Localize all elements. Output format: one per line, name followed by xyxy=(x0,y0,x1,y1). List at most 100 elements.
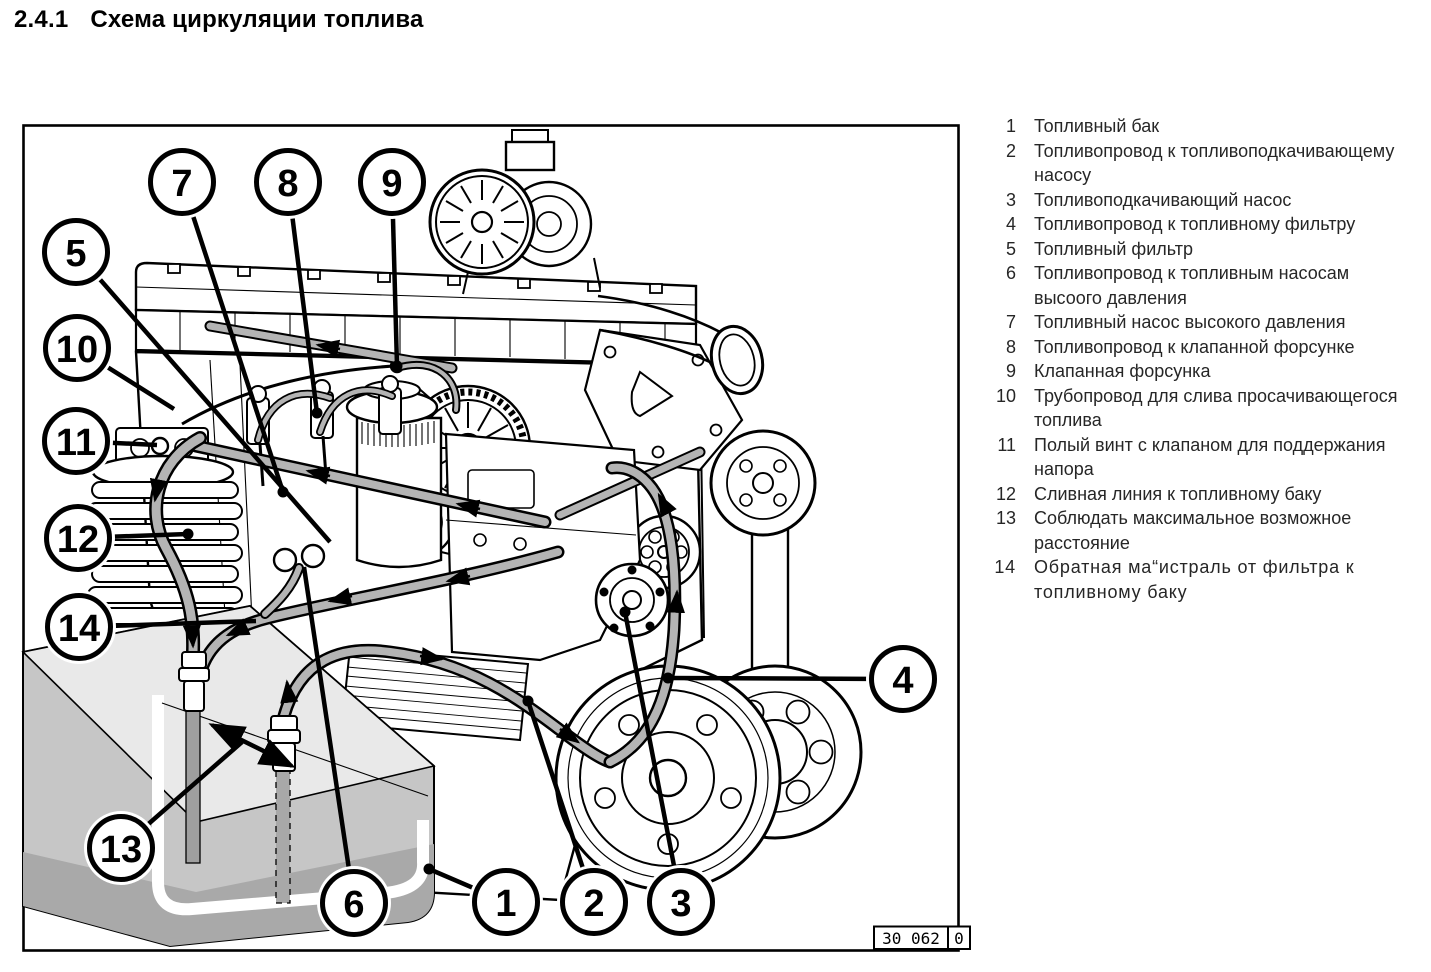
fuel-lines xyxy=(149,320,706,772)
injection-pump xyxy=(444,432,642,662)
legend-item-label: Топливный насос высокого давления xyxy=(1034,312,1346,332)
callout-number-7: 7 xyxy=(171,163,192,205)
callout-circle-8 xyxy=(254,148,322,216)
callout-number-6: 6 xyxy=(343,884,364,926)
callout-circle-6 xyxy=(320,869,388,937)
callout-number-2: 2 xyxy=(583,883,604,925)
callout-number-5: 5 xyxy=(65,233,86,275)
legend-item-number: 6 xyxy=(1005,263,1016,283)
callout-circle-2 xyxy=(560,868,628,936)
legend-item-label: Сливная линия к топливному баку xyxy=(1034,483,1322,504)
fuel-feed-pump xyxy=(594,562,670,638)
callout-number-3: 3 xyxy=(670,883,691,925)
water-pump-pulley xyxy=(709,429,817,537)
callout-circle-4 xyxy=(869,645,937,713)
leader-dot-12 xyxy=(182,528,194,540)
callout-number-12: 12 xyxy=(57,519,99,561)
section-title: Схема циркуляции топлива xyxy=(90,6,424,33)
stamp-code: 30 062 xyxy=(882,929,940,948)
legend-item-11: 11 Полый винт с клапаном для поддержания … xyxy=(990,433,1414,482)
callout-circle-5 xyxy=(42,218,110,286)
leader-dot-2 xyxy=(522,695,534,707)
callout-circle-14 xyxy=(45,593,113,661)
legend-item-label: Трубопровод для слива просачивающегося т… xyxy=(1034,385,1398,431)
legend-item-13: 13 Соблюдать максимальное возможное расст… xyxy=(990,506,1414,555)
banjo-fitting-a xyxy=(272,547,298,573)
legend-item-label: Обратная ма“истраль от фильтра к топливн… xyxy=(1034,557,1355,602)
legend-item-number: 2 xyxy=(1005,140,1016,161)
leader-dot-4 xyxy=(662,672,674,684)
legend-item-number: 5 xyxy=(1005,238,1016,259)
legend-item-number: 4 xyxy=(1005,214,1016,234)
leader-dot-3 xyxy=(619,606,631,618)
turbo-outlet-pipe xyxy=(597,294,765,396)
callout-circle-9 xyxy=(358,148,426,216)
legend-item-label: Клапанная форсунка xyxy=(1034,361,1211,381)
leader-line-7 xyxy=(179,181,286,493)
image-stamp: 30 062 0 xyxy=(873,925,971,950)
callout-circle-3 xyxy=(647,868,715,936)
leader-dot-7 xyxy=(277,486,289,498)
legend-item-10: 10 Трубопровод для слива просачивающегося… xyxy=(990,384,1414,433)
cylinder-head xyxy=(134,308,698,366)
legend-item-label: Топливопровод к клапанной форсунке xyxy=(1034,336,1355,357)
legend-item-4: 4 Топливопровод к топливному фильтру xyxy=(990,212,1414,237)
legend-item-label: Топливный бак xyxy=(1034,116,1160,136)
suction-pipe xyxy=(275,770,291,904)
tank-connector-return xyxy=(178,651,210,712)
legend-item-label: Топливопровод к топливоподкачивающему на… xyxy=(1034,140,1395,186)
legend-item-number: 11 xyxy=(997,434,1016,455)
legend-item-label: Полый винт с клапаном для поддержания на… xyxy=(1034,434,1386,480)
callout-number-14: 14 xyxy=(58,608,100,650)
leader-line-4 xyxy=(667,675,904,682)
legend-item-number: 10 xyxy=(995,385,1016,406)
callout-circle-10 xyxy=(43,314,111,382)
tank-top-face xyxy=(21,605,436,823)
legend-item-7: 7 Топливный насос высокого давления xyxy=(990,310,1414,335)
leader-line-8 xyxy=(285,181,320,414)
callout-circle-13 xyxy=(87,814,155,882)
legend-item-number: 13 xyxy=(995,508,1016,528)
leader-dot-8 xyxy=(311,407,323,419)
distance-arrows-13 xyxy=(208,723,296,768)
callout-circle-7 xyxy=(148,148,216,216)
legend-item-label: Соблюдать максимальное возможное расстоя… xyxy=(1034,508,1352,553)
section-number: 2.4.1 xyxy=(14,6,69,33)
legend-item-label: Топливопровод к топливным насосам высоог… xyxy=(1034,263,1350,308)
callout-number-10: 10 xyxy=(56,329,98,371)
engine-mount-plate xyxy=(583,328,744,472)
legend-item-label: Топливоподкачивающий насос xyxy=(1034,189,1292,210)
callout-number-1: 1 xyxy=(495,883,516,925)
leader-line-6 xyxy=(301,566,357,904)
turbocharger xyxy=(428,129,601,295)
banjo-fitting-b xyxy=(300,543,326,569)
legend-item-5: 5 Топливный фильтр xyxy=(990,237,1414,262)
legend-item-number: 8 xyxy=(1005,336,1016,357)
legend-item-number: 3 xyxy=(1005,189,1016,210)
page-title: 2.4.1 Схема циркуляции топлива xyxy=(14,6,424,34)
crankshaft-pulley xyxy=(554,664,863,892)
leader-line-3 xyxy=(622,611,684,903)
callout-number-13: 13 xyxy=(100,829,142,871)
diagram-border xyxy=(22,124,960,952)
valve-cover xyxy=(134,261,698,326)
legend-item-2: 2 Топливопровод к топливоподкачивающему н… xyxy=(990,139,1414,188)
callout-number-4: 4 xyxy=(892,660,913,702)
legend-item-number: 1 xyxy=(1005,116,1016,136)
stamp-rev-box xyxy=(947,925,971,950)
flow-arrows xyxy=(149,339,686,744)
legend-item-number: 12 xyxy=(995,483,1016,504)
legend-item-12: 12 Сливная линия к топливному баку xyxy=(990,482,1414,507)
legend-item-number: 7 xyxy=(1005,312,1016,332)
legend-item-label: Топливопровод к топливному фильтру xyxy=(1034,214,1356,234)
callout-number-9: 9 xyxy=(381,163,402,205)
parts-legend: 1 Топливный бак 2 Топливопровод к топливоп… xyxy=(990,114,1414,604)
legend-item-label: Топливный фильтр xyxy=(1034,238,1193,259)
leader-dot-9 xyxy=(391,360,403,372)
callout-circle-1 xyxy=(472,868,540,936)
